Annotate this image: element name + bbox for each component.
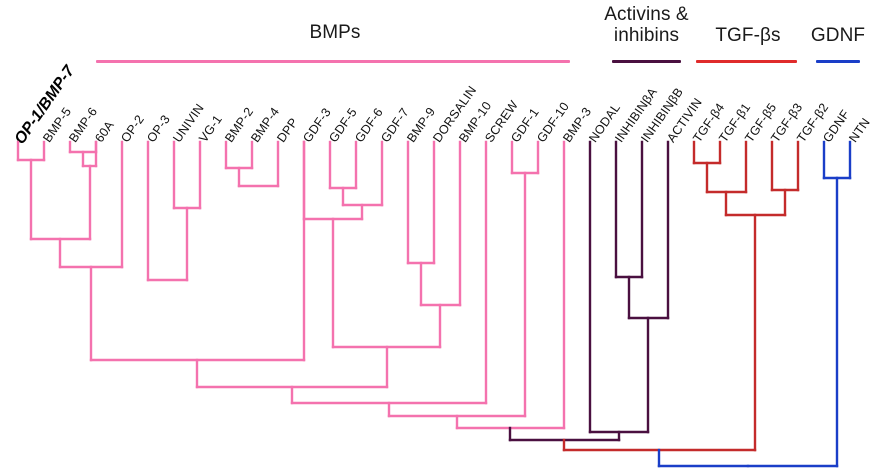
group-bar-tgfbs bbox=[696, 60, 797, 63]
group-bar-activins bbox=[612, 60, 681, 63]
group-bar-gdnf bbox=[816, 60, 860, 63]
group-bar-bmps bbox=[96, 60, 570, 63]
group-title-tgfbs: TGF-βs bbox=[715, 25, 781, 46]
group-title-bmps: BMPs bbox=[309, 22, 361, 43]
group-title-activins: Activins & inhibins bbox=[604, 4, 689, 46]
group-title-gdnf: GDNF bbox=[810, 25, 866, 46]
